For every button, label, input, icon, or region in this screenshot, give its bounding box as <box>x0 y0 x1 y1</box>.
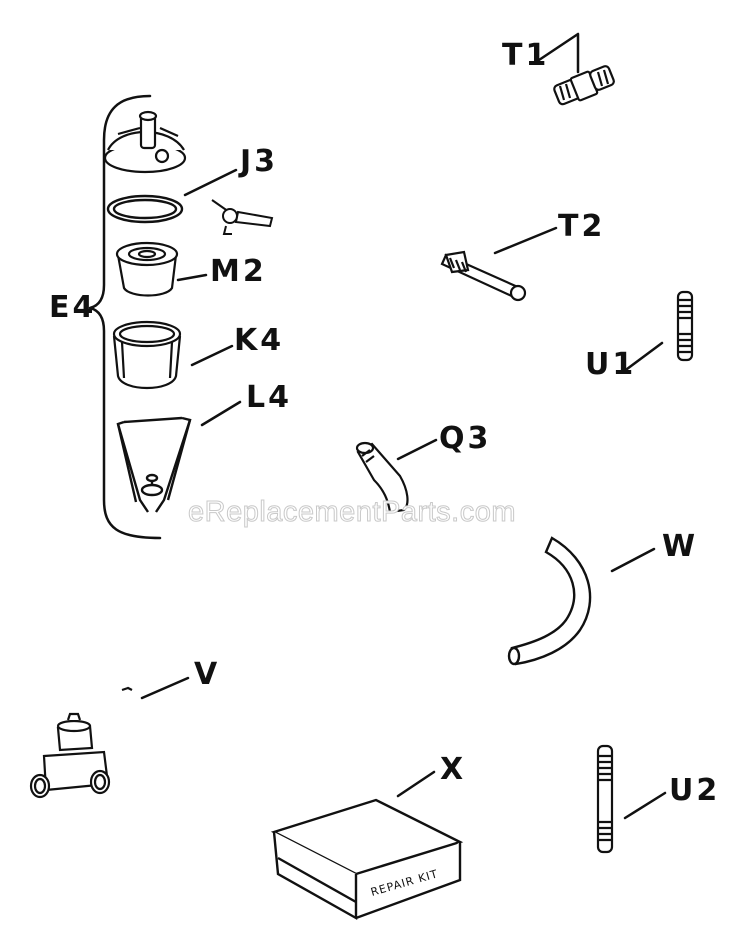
label-j3: J3 <box>240 144 279 179</box>
l4-leader <box>200 400 242 427</box>
label-e4: E4 <box>49 290 97 325</box>
label-x: X <box>440 752 467 787</box>
bowl-k4-part <box>112 320 182 390</box>
w-leader <box>610 547 656 573</box>
stud-u1-part <box>676 290 694 362</box>
t2-leader <box>493 226 558 255</box>
valve-v-part <box>29 686 133 799</box>
label-u1: U1 <box>585 347 637 382</box>
label-k4: K4 <box>234 323 285 358</box>
u2-leader <box>623 791 667 820</box>
label-q3: Q3 <box>439 421 492 456</box>
label-l4: L4 <box>246 380 292 415</box>
u1-leader <box>625 341 664 371</box>
t1-leader <box>534 32 580 74</box>
watermark-text: eReplacementParts.com <box>187 496 517 528</box>
filter-cap-part <box>103 110 187 174</box>
repair-kit-x-part: REPAIR KIT <box>270 798 464 921</box>
label-m2: M2 <box>210 254 267 289</box>
gasket-j3-part <box>106 194 184 224</box>
k4-leader <box>190 344 234 367</box>
m2-leader <box>176 273 208 282</box>
v-leader <box>140 676 190 700</box>
x-leader <box>396 770 436 798</box>
fitting-t1-part <box>553 65 615 106</box>
stud-u2-part <box>596 744 614 854</box>
shutoff-valve-part <box>211 199 274 235</box>
label-u2: U2 <box>669 773 721 808</box>
label-t1: T1 <box>502 38 550 73</box>
j3-leader <box>183 168 238 197</box>
q3-leader <box>396 438 438 461</box>
stud-t2-part <box>440 250 527 302</box>
label-t2: T2 <box>558 209 606 244</box>
elbow-q3-part <box>355 441 409 514</box>
label-w: W <box>662 529 699 564</box>
e4-bracket <box>88 94 162 540</box>
filter-element-m2-part <box>115 241 179 297</box>
hose-w-part <box>507 536 592 666</box>
label-v: V <box>194 657 221 692</box>
bail-l4-part <box>116 416 192 513</box>
